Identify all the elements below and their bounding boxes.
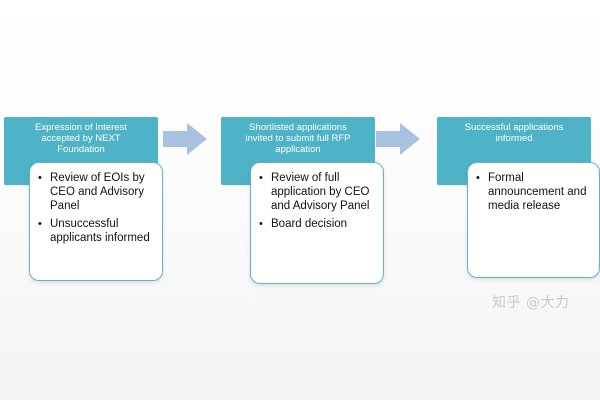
step-3-item-1: • Formal announcement and media release [476, 171, 591, 213]
arrow-right-icon [163, 123, 207, 155]
step-3-item-1-text: Formal announcement and media release [488, 172, 587, 212]
step-2-header-line-2: invited to submit full RFP [245, 133, 351, 144]
bullet-icon: • [259, 172, 263, 184]
step-1-item-2: • Unsuccessful applicants informed [38, 217, 154, 245]
bullet-icon: • [259, 218, 263, 230]
bullet-icon: • [476, 172, 480, 184]
step-2-item-1-text: Review of full application by CEO and Ad… [271, 172, 370, 212]
step-2-item-2: • Board decision [259, 217, 375, 231]
bullet-icon: • [38, 172, 42, 184]
step-1-item-2-text: Unsuccessful applicants informed [50, 218, 150, 244]
watermark: 知乎 @大力 [492, 295, 570, 311]
step-2-header-line-3: application [275, 144, 321, 155]
step-3-header-line-2: informed [495, 133, 533, 144]
step-1-item-1: • Review of EOIs by CEO and Advisory Pan… [38, 171, 154, 213]
step-1-header-line-2: accepted by NEXT [41, 133, 121, 144]
step-1-card: • Review of EOIs by CEO and Advisory Pan… [29, 162, 163, 281]
step-1-item-1-text: Review of EOIs by CEO and Advisory Panel [50, 172, 145, 212]
step-2-item-2-text: Board decision [271, 218, 348, 230]
step-1-header-line-1: Expression of Interest [35, 122, 127, 133]
step-2-item-1: • Review of full application by CEO and … [259, 171, 375, 213]
step-3-header-line-1: Successful applications [464, 122, 564, 133]
step-2-card: • Review of full application by CEO and … [250, 162, 384, 284]
bullet-icon: • [38, 218, 42, 230]
step-1-header-line-3: Foundation [57, 144, 105, 155]
step-2-header-line-1: Shortlisted applications [249, 122, 347, 133]
arrow-right-icon [376, 123, 420, 155]
step-3-card: • Formal announcement and media release [467, 162, 600, 278]
